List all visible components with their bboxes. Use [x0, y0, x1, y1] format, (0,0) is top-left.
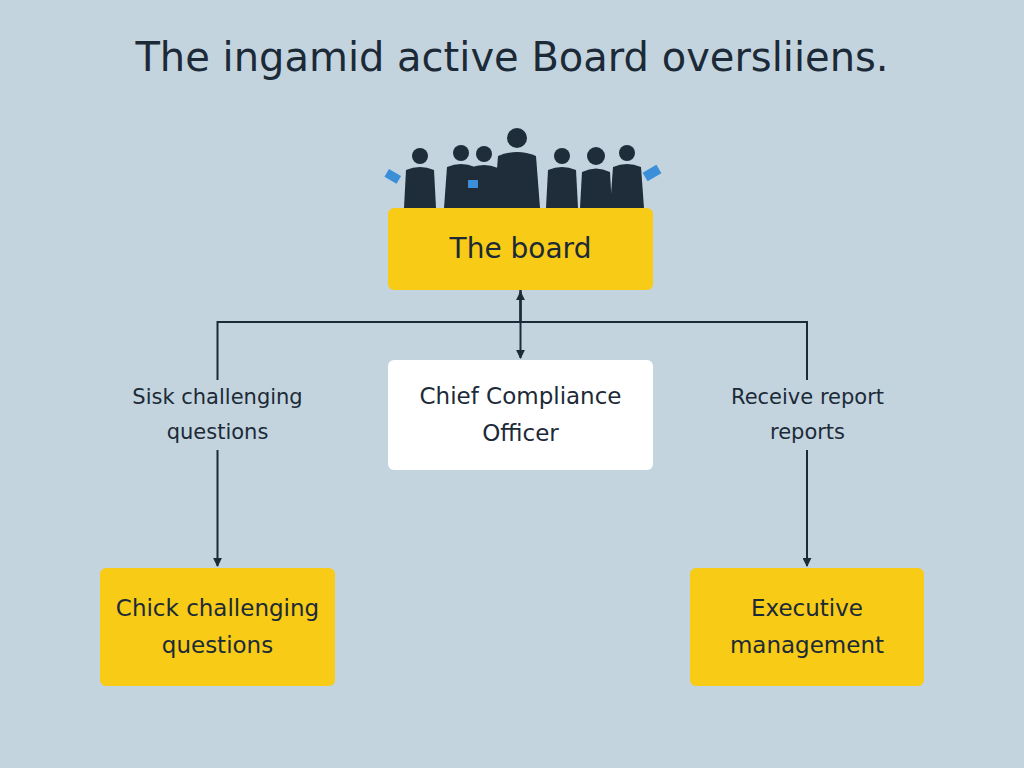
node-text: Chief Compliance Officer — [402, 378, 639, 452]
edge-label: Receive report reports — [700, 380, 915, 450]
node-text: Chick challenging questions — [114, 590, 321, 664]
people-silhouettes — [404, 128, 644, 208]
officer-box: Chief Compliance Officer — [388, 360, 653, 470]
process-box: Executive management — [690, 568, 924, 686]
edge-label: Sisk challenging questions — [110, 380, 325, 450]
node-text: The board — [450, 227, 592, 272]
tablets — [384, 165, 661, 188]
board-box: The board — [388, 208, 653, 290]
process-box: Chick challenging questions — [100, 568, 335, 686]
node-text: Executive management — [704, 590, 910, 664]
diagram-title: The ingamid active Board oversliiens. — [0, 34, 1024, 80]
